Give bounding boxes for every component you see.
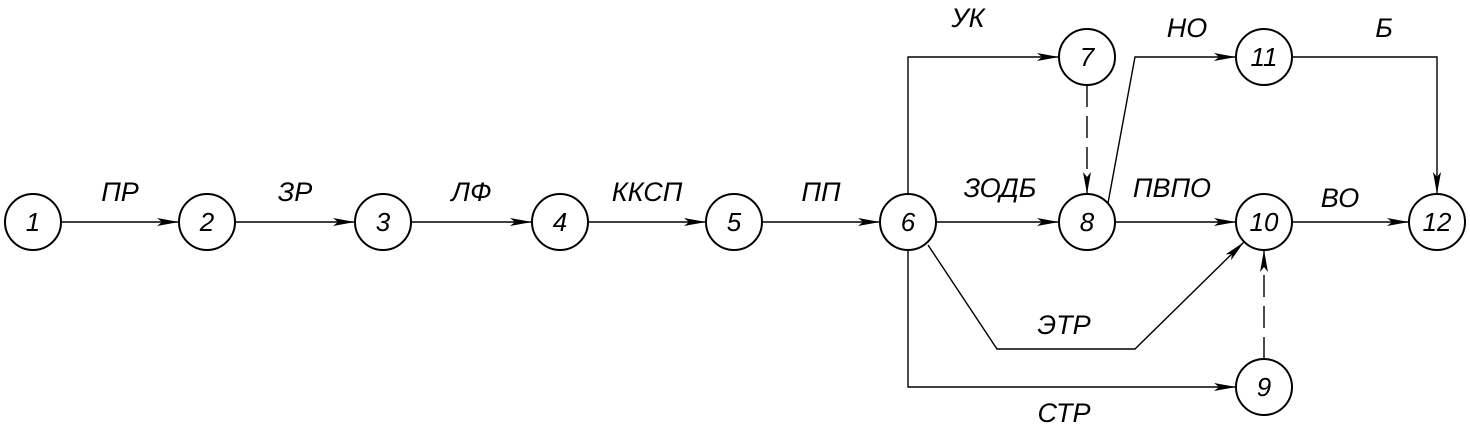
node-4: 4 bbox=[531, 193, 589, 251]
edge-label-6-9: СТР bbox=[1037, 398, 1090, 428]
edge-label-3-4: ЛФ bbox=[449, 177, 491, 207]
node-12: 12 bbox=[1408, 193, 1466, 251]
node-label-10: 10 bbox=[1250, 207, 1279, 237]
node-6: 6 bbox=[879, 193, 937, 251]
node-circle-10 bbox=[1235, 193, 1293, 251]
node-label-3: 3 bbox=[376, 207, 391, 237]
node-label-1: 1 bbox=[26, 207, 40, 237]
edge-label-6-8: ЗОДБ bbox=[964, 173, 1037, 203]
edge-8-11 bbox=[1107, 53, 1236, 204]
edge-6-10 bbox=[927, 241, 1245, 350]
node-label-5: 5 bbox=[727, 207, 742, 237]
node-label-4: 4 bbox=[553, 207, 567, 237]
edge-label-11-12: Б bbox=[1375, 13, 1393, 43]
node-10: 10 bbox=[1235, 193, 1293, 251]
node-label-7: 7 bbox=[1080, 42, 1096, 72]
edge-label-1-2: ПР bbox=[101, 177, 139, 207]
edge-label-10-12: ВО bbox=[1321, 183, 1359, 213]
node-circle-12 bbox=[1408, 193, 1466, 251]
edge-11-12 bbox=[1292, 56, 1441, 194]
node-circle-9 bbox=[1235, 358, 1293, 416]
node-1: 1 bbox=[4, 193, 62, 251]
node-circle-2 bbox=[178, 193, 236, 251]
edge-6-9 bbox=[907, 250, 1236, 391]
node-label-11: 11 bbox=[1251, 42, 1278, 72]
edges-layer: ПР ЗР ЛФ ККСП ПП УК ЗОДБ ЭТР СТР НО ПВПО Б ВО bbox=[61, 3, 1441, 428]
node-7: 7 bbox=[1058, 28, 1116, 86]
node-circle-5 bbox=[705, 193, 763, 251]
node-circle-3 bbox=[354, 193, 412, 251]
edge-label-6-10: ЭТР bbox=[1037, 310, 1090, 340]
node-label-9: 9 bbox=[1257, 372, 1271, 402]
node-circle-4 bbox=[531, 193, 589, 251]
node-5: 5 bbox=[705, 193, 763, 251]
node-2: 2 bbox=[178, 193, 236, 251]
node-8: 8 bbox=[1058, 193, 1116, 251]
node-circle-1 bbox=[4, 193, 62, 251]
node-circle-11 bbox=[1235, 28, 1293, 86]
node-circle-6 bbox=[879, 193, 937, 251]
node-11: 11 bbox=[1235, 28, 1293, 86]
node-3: 3 bbox=[354, 193, 412, 251]
node-label-6: 6 bbox=[901, 207, 916, 237]
node-circle-8 bbox=[1058, 193, 1116, 251]
node-9: 9 bbox=[1235, 358, 1293, 416]
edge-label-6-7: УК bbox=[950, 3, 986, 33]
node-circle-7 bbox=[1058, 28, 1116, 86]
edge-label-5-6: ПП bbox=[801, 177, 841, 207]
node-label-12: 12 bbox=[1423, 207, 1452, 237]
edge-label-4-5: ККСП bbox=[612, 177, 683, 207]
edge-label-8-10: ПВПО bbox=[1133, 173, 1211, 203]
edge-6-7 bbox=[907, 53, 1059, 194]
node-label-2: 2 bbox=[199, 207, 215, 237]
node-label-8: 8 bbox=[1080, 207, 1095, 237]
edge-label-2-3: ЗР bbox=[278, 177, 313, 207]
edge-label-8-11: НО bbox=[1167, 13, 1208, 43]
